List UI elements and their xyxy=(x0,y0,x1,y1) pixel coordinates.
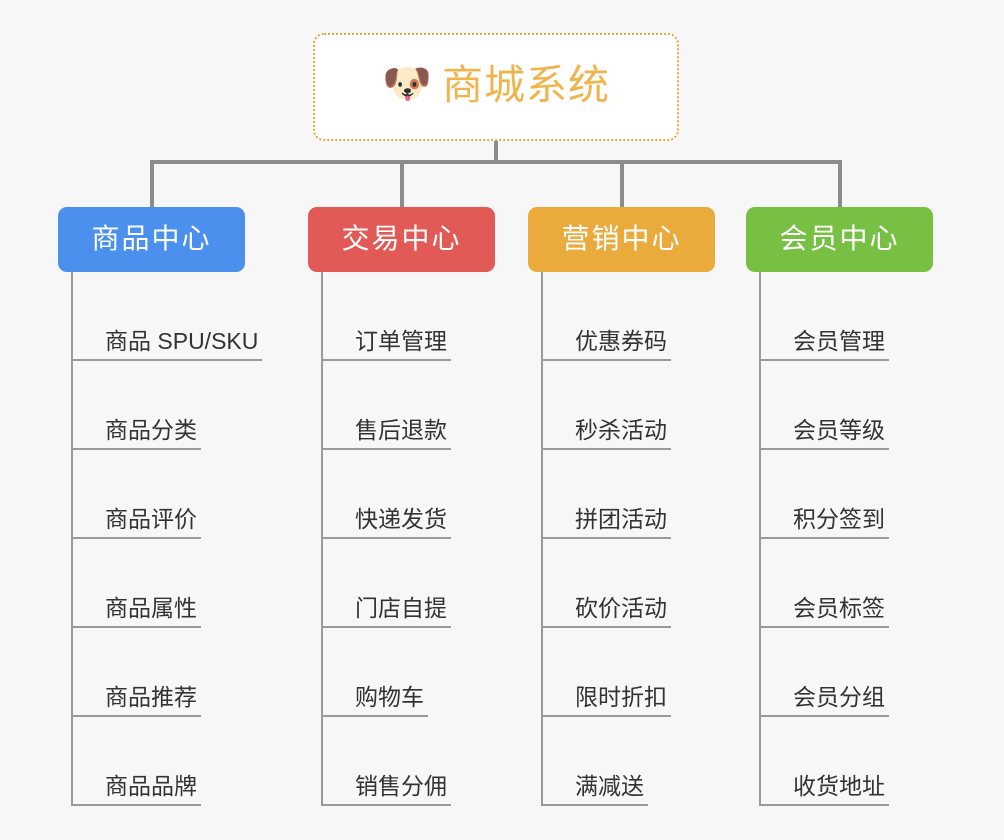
leaf-item-label: 会员等级 xyxy=(793,417,885,443)
leaf-item-label: 销售分佣 xyxy=(355,773,447,799)
leaf-item-label: 满减送 xyxy=(575,773,644,799)
connector-trunk xyxy=(541,272,543,806)
leaf-item-underline: 购物车 xyxy=(321,686,428,717)
leaf-item-label: 拼团活动 xyxy=(575,506,667,532)
category-header-1[interactable]: 商品中心 xyxy=(58,207,245,272)
category-header-label: 营销中心 xyxy=(561,222,682,254)
leaf-item-label: 会员标签 xyxy=(793,595,885,621)
leaf-item-label: 砍价活动 xyxy=(575,595,667,621)
leaf-item-underline: 商品推荐 xyxy=(71,686,201,717)
leaf-item-label: 商品 SPU/SKU xyxy=(105,328,259,354)
leaf-item-underline: 商品分类 xyxy=(71,419,201,450)
category-header-2[interactable]: 交易中心 xyxy=(308,207,495,272)
leaf-item-underline: 会员分组 xyxy=(759,686,889,717)
leaf-item-label: 积分签到 xyxy=(793,506,885,532)
connector-trunk xyxy=(759,272,761,806)
leaf-item-underline: 会员等级 xyxy=(759,419,889,450)
leaf-item-underline: 秒杀活动 xyxy=(541,419,671,450)
leaf-item-underline: 商品品牌 xyxy=(71,775,201,806)
leaf-item-label: 优惠券码 xyxy=(575,328,667,354)
category-header-4[interactable]: 会员中心 xyxy=(746,207,933,272)
leaf-item-label: 秒杀活动 xyxy=(575,417,667,443)
leaf-item-underline: 优惠券码 xyxy=(541,330,671,361)
leaf-item-underline: 满减送 xyxy=(541,775,648,806)
category-header-label: 会员中心 xyxy=(779,222,900,254)
leaf-item-underline: 快递发货 xyxy=(321,508,451,539)
leaf-item-underline: 订单管理 xyxy=(321,330,451,361)
connector-root-stem xyxy=(494,141,498,162)
leaf-item-underline: 门店自提 xyxy=(321,597,451,628)
leaf-item-label: 会员管理 xyxy=(793,328,885,354)
leaf-item-label: 订单管理 xyxy=(355,328,447,354)
leaf-item-underline: 会员管理 xyxy=(759,330,889,361)
leaf-item-label: 门店自提 xyxy=(355,595,447,621)
connector-drop xyxy=(400,160,404,208)
leaf-item-underline: 收货地址 xyxy=(759,775,889,806)
connector-horizontal-bus xyxy=(150,160,842,164)
leaf-item-underline: 商品属性 xyxy=(71,597,201,628)
category-header-label: 交易中心 xyxy=(341,222,462,254)
leaf-item-label: 购物车 xyxy=(355,684,424,710)
connector-drop xyxy=(620,160,624,208)
leaf-item-underline: 拼团活动 xyxy=(541,508,671,539)
leaf-item-underline: 商品 SPU/SKU xyxy=(71,328,263,361)
connector-drop xyxy=(838,160,842,208)
leaf-item-underline: 积分签到 xyxy=(759,508,889,539)
leaf-item-label: 商品评价 xyxy=(105,506,197,532)
leaf-item-underline: 会员标签 xyxy=(759,597,889,628)
root-node-label: 商城系统 xyxy=(442,62,610,108)
leaf-item-label: 商品属性 xyxy=(105,595,197,621)
dog-face-icon: 🐶 xyxy=(382,61,432,107)
leaf-item-label: 商品品牌 xyxy=(105,773,197,799)
category-header-3[interactable]: 营销中心 xyxy=(528,207,715,272)
leaf-item-underline: 砍价活动 xyxy=(541,597,671,628)
leaf-item-underline: 限时折扣 xyxy=(541,686,671,717)
leaf-item-label: 收货地址 xyxy=(793,773,885,799)
root-node-mall-system[interactable]: 🐶 商城系统 xyxy=(313,33,679,141)
leaf-item-label: 会员分组 xyxy=(793,684,885,710)
connector-drop xyxy=(150,160,154,208)
connector-trunk xyxy=(71,272,73,806)
leaf-item-underline: 商品评价 xyxy=(71,508,201,539)
leaf-item-underline: 售后退款 xyxy=(321,419,451,450)
leaf-item-label: 商品推荐 xyxy=(105,684,197,710)
leaf-item-label: 限时折扣 xyxy=(575,684,667,710)
leaf-item-label: 快递发货 xyxy=(355,506,447,532)
connector-trunk xyxy=(321,272,323,806)
leaf-item-label: 售后退款 xyxy=(355,417,447,443)
leaf-item-label: 商品分类 xyxy=(105,417,197,443)
leaf-item-underline: 销售分佣 xyxy=(321,775,451,806)
category-header-label: 商品中心 xyxy=(91,222,212,254)
